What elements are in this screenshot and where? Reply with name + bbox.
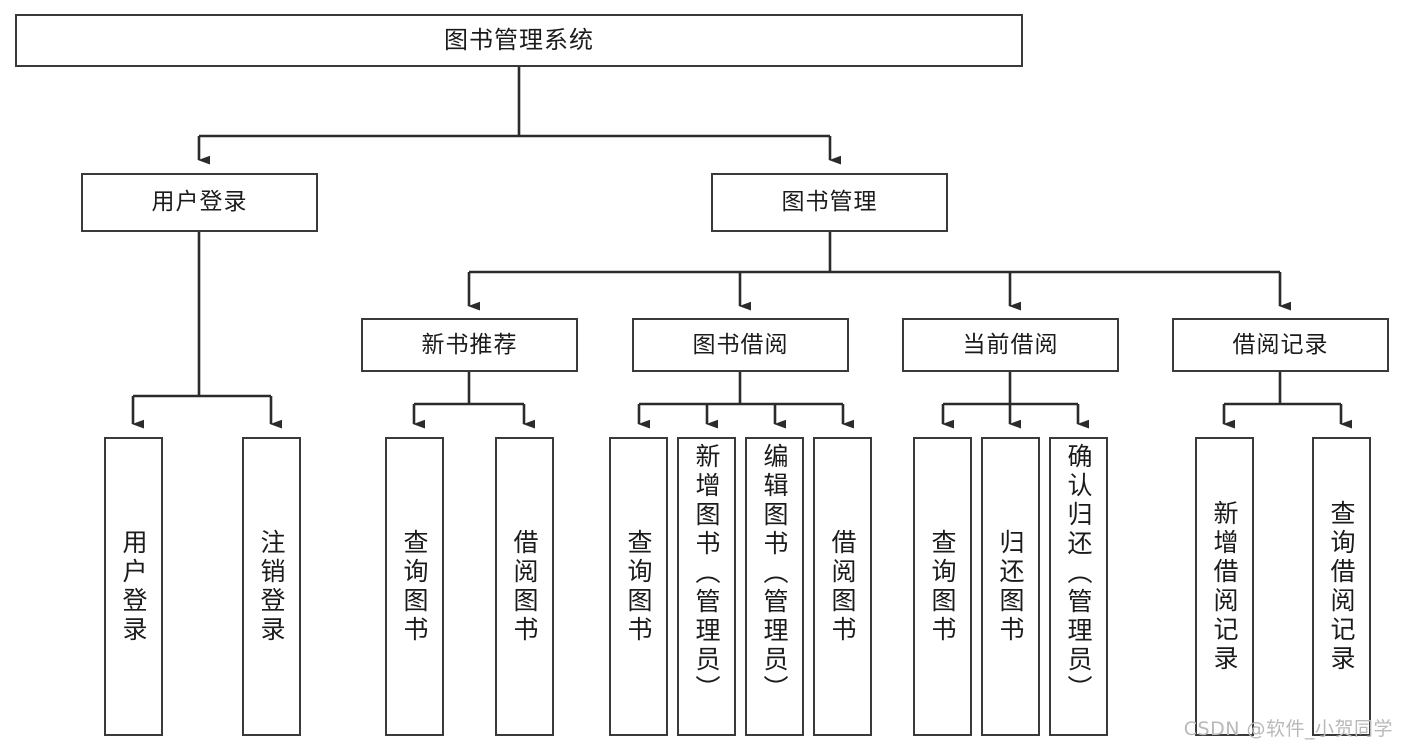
node-label: 借阅图书 <box>510 528 539 645</box>
watermark: CSDN @软件_小贺同学 <box>1183 718 1393 740</box>
leaf-add-borrow-record[interactable]: 新增借阅记录 <box>1195 437 1254 736</box>
node-book-borrow[interactable]: 图书借阅 <box>632 318 849 372</box>
leaf-query-book-current[interactable]: 查询图书 <box>913 437 972 736</box>
node-label: 借阅记录 <box>1232 331 1329 358</box>
node-label: 当前借阅 <box>962 331 1059 358</box>
leaf-query-book-borrow[interactable]: 查询图书 <box>609 437 668 736</box>
node-borrow-record[interactable]: 借阅记录 <box>1172 318 1389 372</box>
node-label: 用户登录 <box>151 189 248 216</box>
node-book-management[interactable]: 图书管理 <box>711 173 948 232</box>
leaf-borrow-book-recommend[interactable]: 借阅图书 <box>495 437 554 736</box>
leaf-return-book[interactable]: 归还图书 <box>981 437 1040 736</box>
node-label: 新增图书（管理员） <box>692 443 721 704</box>
node-label: 确认归还（管理员） <box>1064 443 1093 704</box>
node-label: 归还图书 <box>996 528 1025 645</box>
node-label: 图书管理系统 <box>444 25 594 54</box>
node-new-book-recommend[interactable]: 新书推荐 <box>361 318 578 372</box>
node-label: 编辑图书（管理员） <box>760 443 789 704</box>
leaf-query-book-recommend[interactable]: 查询图书 <box>385 437 444 736</box>
leaf-user-login[interactable]: 用户登录 <box>104 437 163 736</box>
node-root-book-management-system[interactable]: 图书管理系统 <box>15 14 1023 67</box>
node-current-borrow[interactable]: 当前借阅 <box>902 318 1119 372</box>
node-label: 新书推荐 <box>421 331 518 358</box>
node-label: 注销登录 <box>257 528 286 645</box>
leaf-logout[interactable]: 注销登录 <box>242 437 301 736</box>
node-label: 查询图书 <box>400 528 429 645</box>
leaf-edit-book-admin[interactable]: 编辑图书（管理员） <box>745 437 804 736</box>
node-label: 用户登录 <box>119 528 148 645</box>
node-label: 图书管理 <box>781 189 878 216</box>
node-label: 新增借阅记录 <box>1210 499 1239 674</box>
leaf-borrow-book[interactable]: 借阅图书 <box>813 437 872 736</box>
leaf-confirm-return-admin[interactable]: 确认归还（管理员） <box>1049 437 1108 736</box>
node-user-login[interactable]: 用户登录 <box>81 173 318 232</box>
node-label: 查询借阅记录 <box>1327 499 1356 674</box>
node-label: 查询图书 <box>928 528 957 645</box>
node-label: 查询图书 <box>624 528 653 645</box>
leaf-add-book-admin[interactable]: 新增图书（管理员） <box>677 437 736 736</box>
node-label: 图书借阅 <box>692 331 789 358</box>
node-label: 借阅图书 <box>828 528 857 645</box>
leaf-query-borrow-record[interactable]: 查询借阅记录 <box>1312 437 1371 736</box>
